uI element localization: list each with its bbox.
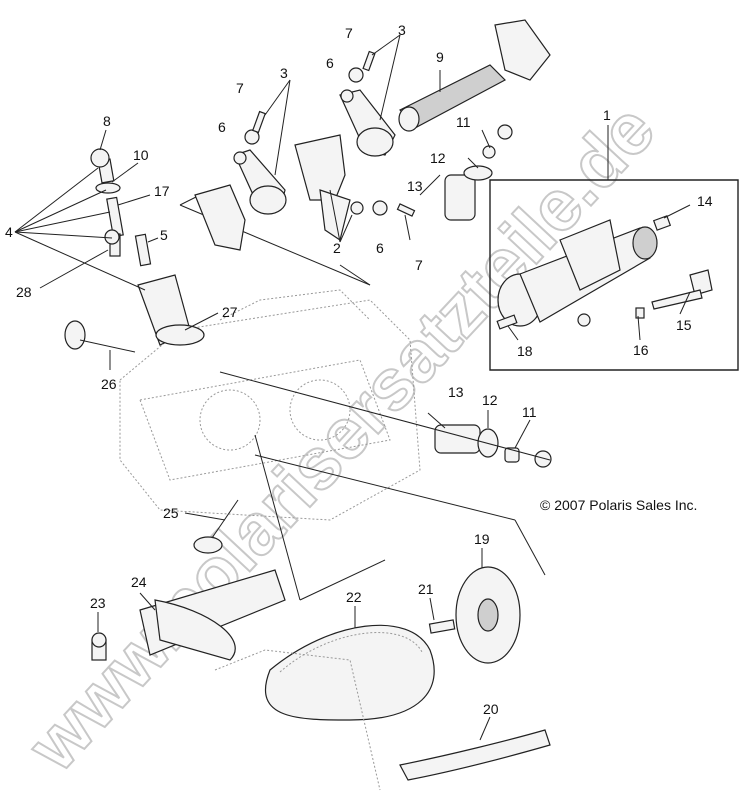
rocker-arm-right (294, 89, 396, 241)
rocker-arm-left (194, 149, 287, 251)
callout-10: 10 (133, 147, 149, 163)
valve-spring-lower (219, 371, 552, 468)
callout-14: 14 (697, 193, 713, 209)
cam-chain-tensioner (90, 148, 205, 346)
callout-numbers: 1 2 3 3 4 5 6 6 6 7 7 7 8 9 10 11 11 12 … (5, 22, 713, 717)
callout-2: 2 (333, 240, 341, 256)
callout-13a: 13 (407, 178, 423, 194)
callout-13b: 13 (448, 384, 464, 400)
callout-15: 15 (676, 317, 692, 333)
callout-7c: 7 (415, 257, 423, 273)
callout-3a: 3 (280, 65, 288, 81)
chain-guide (399, 729, 551, 781)
cam-chain (264, 624, 435, 721)
callout-21: 21 (418, 581, 434, 597)
callout-12b: 12 (482, 392, 498, 408)
callout-6b: 6 (326, 55, 334, 71)
callout-7b: 7 (345, 25, 353, 41)
callout-18: 18 (517, 343, 533, 359)
camshaft-assembly-box (489, 125, 739, 371)
rocker-shaft (398, 19, 551, 132)
copyright-text: © 2007 Polaris Sales Inc. (540, 497, 697, 513)
callout-20: 20 (483, 701, 499, 717)
callout-9: 9 (436, 49, 444, 65)
lock-nuts-and-adjusters (233, 50, 416, 217)
callout-25: 25 (163, 505, 179, 521)
callout-6c: 6 (376, 240, 384, 256)
callout-16: 16 (633, 342, 649, 358)
callout-3b: 3 (398, 22, 406, 38)
callout-8: 8 (103, 113, 111, 129)
callout-22: 22 (346, 589, 362, 605)
callout-11a: 11 (456, 114, 471, 130)
intake-valve (64, 320, 136, 353)
cam-sprocket (254, 454, 546, 664)
callout-5: 5 (160, 227, 168, 243)
tensioner-blade (91, 569, 381, 791)
callout-24: 24 (131, 574, 147, 590)
callout-19: 19 (474, 531, 490, 547)
leader-lines (14, 34, 691, 741)
callout-7a: 7 (236, 80, 244, 96)
exhaust-valve (193, 434, 386, 601)
callout-6a: 6 (218, 119, 226, 135)
callout-26: 26 (101, 376, 117, 392)
camshaft (496, 215, 672, 330)
callout-28: 28 (16, 284, 32, 300)
callout-17: 17 (154, 183, 170, 199)
callout-23: 23 (90, 595, 106, 611)
decompression-lever (635, 269, 713, 319)
callout-1: 1 (603, 107, 611, 123)
valve-spring-upper (444, 124, 513, 221)
callout-27: 27 (222, 304, 238, 320)
callout-12a: 12 (430, 150, 446, 166)
callout-11b: 11 (522, 404, 537, 420)
callout-4: 4 (5, 224, 13, 240)
